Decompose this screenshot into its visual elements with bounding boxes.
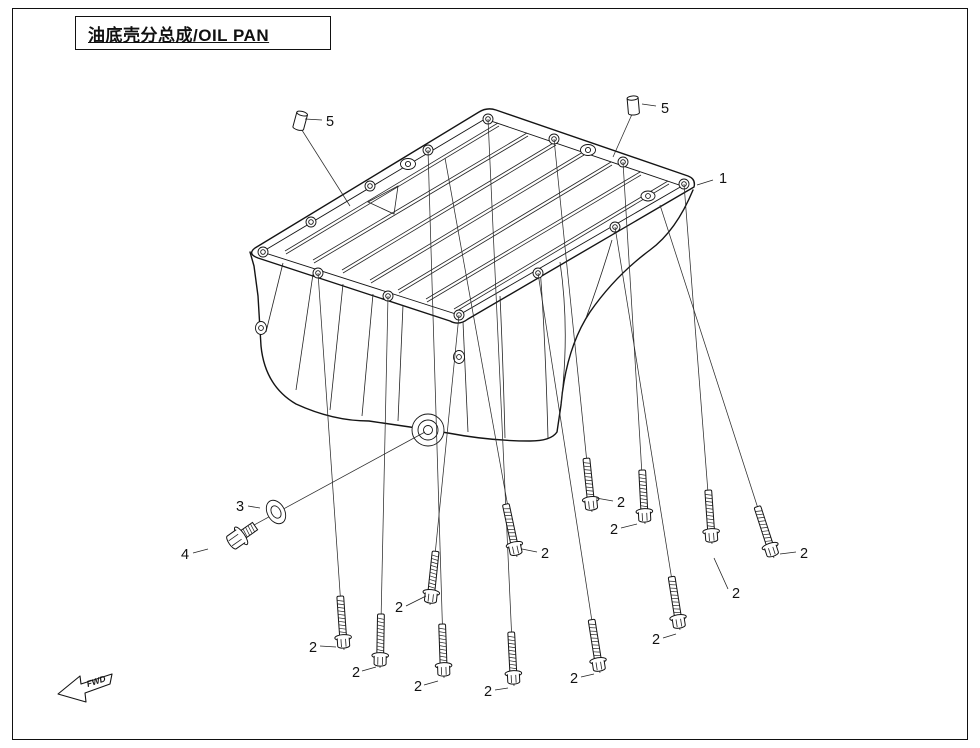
drain-plug-part xyxy=(222,516,262,554)
callout-2: 2 xyxy=(414,679,422,695)
dowel-pin-part xyxy=(626,94,641,116)
callout-3: 3 xyxy=(236,499,244,515)
bolt-part xyxy=(497,501,526,558)
top-ribs xyxy=(284,122,670,313)
fwd-arrow-shape xyxy=(57,673,113,703)
callout-2: 2 xyxy=(617,495,625,511)
wall-ear-holes xyxy=(255,321,465,364)
callout-1: 1 xyxy=(719,171,727,187)
callout-2: 2 xyxy=(541,546,549,562)
fwd-arrow: FWD xyxy=(57,673,113,703)
callout-2: 2 xyxy=(800,546,808,562)
page-border xyxy=(12,8,968,740)
dowel-pin-part xyxy=(291,109,309,132)
oil-pan-part xyxy=(249,108,696,447)
bolt-part xyxy=(699,489,721,544)
sealing-washer-part xyxy=(265,499,287,525)
hardware-parts xyxy=(222,94,782,686)
bolt-part xyxy=(433,623,453,677)
top-face-bosses xyxy=(367,144,656,215)
callout-2: 2 xyxy=(732,586,740,602)
bolt-part xyxy=(633,469,654,524)
bolt-part xyxy=(502,631,523,686)
callout-2: 2 xyxy=(395,600,403,616)
callout-2: 2 xyxy=(484,684,492,700)
leader-lines xyxy=(253,111,775,687)
callout-5: 5 xyxy=(661,101,669,117)
right-skirt-ribs xyxy=(462,239,613,439)
callout-2: 2 xyxy=(352,665,360,681)
callout-5: 5 xyxy=(326,114,334,130)
bolt-part xyxy=(582,617,609,673)
bolt-part xyxy=(331,595,353,650)
callouts: 1 5 5 3 4 2 2 2 2 2 2 2 2 2 2 2 2 xyxy=(181,101,808,700)
title-box: 油底壳分总成/OIL PAN xyxy=(75,16,331,50)
page-title: 油底壳分总成/OIL PAN xyxy=(88,25,270,45)
bolt-part xyxy=(577,456,601,512)
bolt-part xyxy=(371,613,390,667)
flange-bolt-holes xyxy=(257,113,690,321)
callout-ticks xyxy=(192,103,797,691)
callout-4: 4 xyxy=(181,547,189,563)
callout-2: 2 xyxy=(610,522,618,538)
bolt-part xyxy=(748,503,782,560)
left-wall-ribs xyxy=(265,262,404,422)
bolt-part xyxy=(662,574,689,630)
callout-2: 2 xyxy=(570,671,578,687)
callout-2: 2 xyxy=(652,632,660,648)
drain-boss xyxy=(411,413,445,447)
callout-2: 2 xyxy=(309,640,317,656)
